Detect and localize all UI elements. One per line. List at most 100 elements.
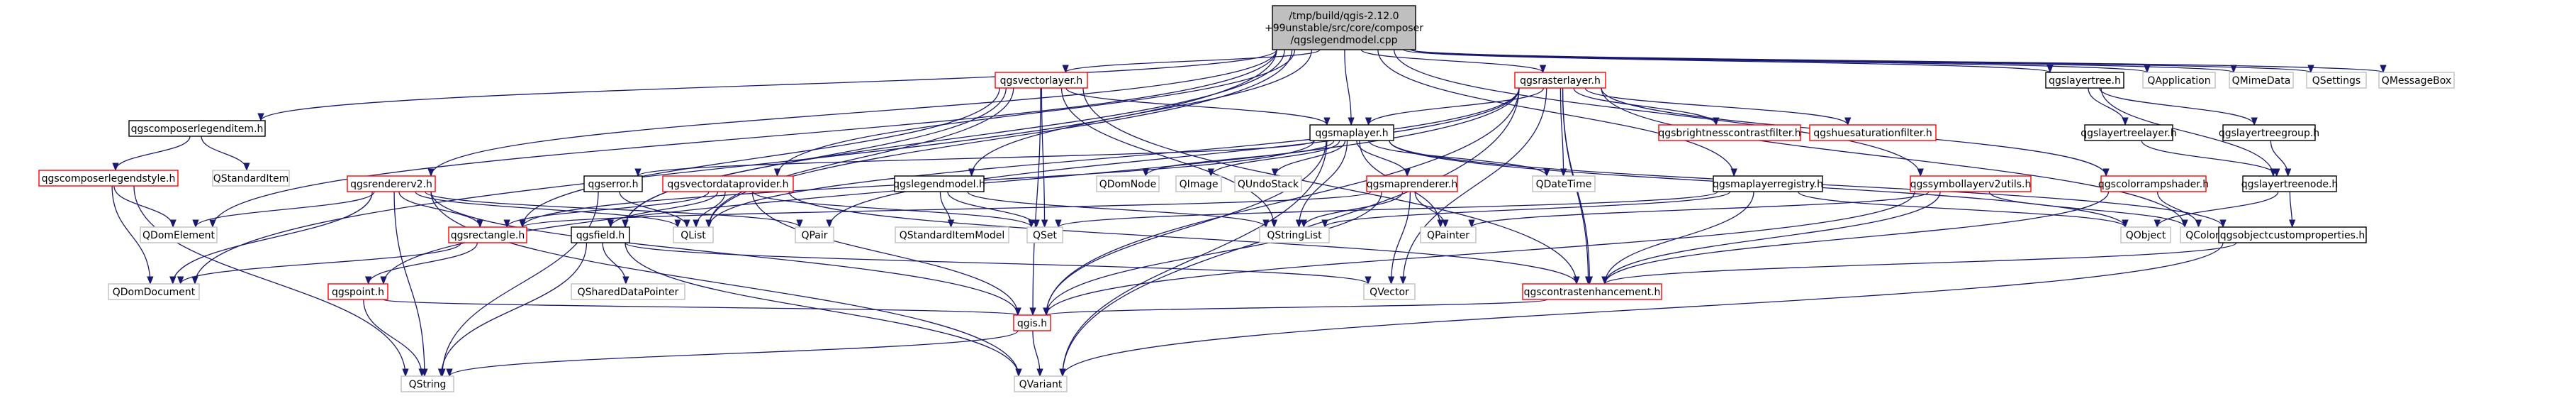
edge-qgslegendmodel-to-QStringList [967,191,1270,229]
node-qgsmaprenderer[interactable]: qgsmaprenderer.h [1366,175,1458,192]
node-label: +99unstable/src/core/composer [1265,23,1423,34]
edge-qgsobjectcustomproperties-to-QVariant [1059,242,2224,378]
node-label: qgslayertreegroup.h [2219,128,2319,139]
node-QUndoStack: QUndoStack [1234,175,1302,192]
node-box [327,283,388,300]
edge-root-to-qgsrendererv2 [427,49,1277,177]
edge-qgis-to-QVariant [1032,330,1043,378]
node-qgslayertreenode[interactable]: qgslayertreenode.h [2241,175,2339,192]
node-qgscomposerlegendstyle[interactable]: qgscomposerlegendstyle.h [38,170,179,187]
edge-qgsrasterlayer-to-qgsmaplayer [1365,87,1545,126]
node-box [1014,375,1068,392]
node-box [894,175,985,192]
node-label: QMimeData [2232,75,2291,87]
node-qgsobjectcustomproperties[interactable]: qgsobjectcustomproperties.h [2218,226,2367,243]
node-qgslayertreelayer[interactable]: qgslayertreelayer.h [2081,124,2177,141]
node-box [2378,72,2455,89]
node-box [108,283,200,300]
node-label: QSet [1033,230,1058,241]
node-box [571,226,630,243]
node-box [1363,283,1416,300]
node-box [140,226,218,243]
edge-qgslayertree-to-qgslayertreelayer [2088,87,2129,126]
node-label: QStandardItemModel [900,230,1005,241]
node-label: qgspoint.h [332,287,384,298]
node-root[interactable]: /tmp/build/qgis-2.12.0+99unstable/src/co… [1265,5,1423,50]
edge-qgsvectorlayer-to-QStringList [1060,87,1278,229]
edge-qgsrasterlayer-to-QPair [826,87,1520,229]
edge-qgsvectorlayer-to-qgsmaplayer [1065,87,1331,126]
node-box [212,170,290,187]
node-QColor: QColor [2180,226,2225,243]
node-label: qgslayertreenode.h [2241,179,2339,190]
node-qgsmaplayer[interactable]: qgsmaplayer.h [1309,124,1394,141]
node-qgsfield[interactable]: qgsfield.h [571,226,630,243]
node-box [1658,124,1801,141]
node-qgsvectorlayer[interactable]: qgsvectorlayer.h [995,72,1088,89]
node-label: qgsrendererv2.h [350,179,432,190]
node-QMessageBox: QMessageBox [2378,72,2455,89]
node-qgsrendererv2[interactable]: qgsrendererv2.h [347,175,436,192]
node-box [401,375,454,392]
edge-qgsmaprenderer-to-qgsrectangle [519,191,1372,229]
node-qgsrasterlayer[interactable]: qgsrasterlayer.h [1514,72,1606,89]
node-qgssymbollayerv2utils[interactable]: qgssymbollayerv2utils.h [1910,175,2032,192]
node-qgsrectangle[interactable]: qgsrectangle.h [448,226,527,243]
edge-qgscolorrampshader-to-QColor [2156,191,2202,229]
node-box [2306,72,2367,89]
node-box [895,226,1009,243]
edge-qgslayertree-to-qgslayertreenode [2100,87,2277,177]
node-qgsvectordataprovider[interactable]: qgsvectordataprovider.h [662,175,794,192]
edge-root-to-qgscomposerlegenditem [257,49,1277,122]
edge-root-to-qgssymbollayerv2utils [1394,49,1924,177]
edge-qgsmaplayerregistry-to-QObject [1797,191,2129,229]
node-box [1809,124,1937,141]
edge-qgsmaprenderer-to-qgis [1043,191,1382,317]
edge-root-to-QList [705,49,1293,229]
node-label: QDateTime [1536,179,1592,190]
node-label: qgsvectorlayer.h [1000,75,1083,87]
node-label: QUndoStack [1238,179,1299,190]
node-QVector: QVector [1363,283,1416,300]
node-box [795,226,834,243]
node-qgsmaplayerregistry[interactable]: qgsmaplayerregistry.h [1713,175,1823,192]
node-qgserror[interactable]: qgserror.h [583,175,643,192]
edge-qgsvectordataprovider-to-qgis [751,191,1021,317]
node-qgscomposerlegenditem[interactable]: qgscomposerlegenditem.h [128,120,266,137]
node-qgscontrastenhancement[interactable]: qgscontrastenhancement.h [1522,283,1662,300]
edge-qgsrendererv2-to-QString [393,191,428,378]
node-qgslegendmodel[interactable]: qgslegendmodel.h [893,175,985,192]
node-box [1514,72,1606,89]
node-qgscolorrampshader[interactable]: qgscolorrampshader.h [2098,175,2209,192]
node-qgspoint[interactable]: qgspoint.h [327,283,388,300]
node-box [1713,175,1823,192]
node-label: QList [681,230,706,241]
node-QDomDocument: QDomDocument [108,283,200,300]
edge-qgsmaplayer-to-QUndoStack [1271,140,1346,177]
node-QMimeData: QMimeData [2229,72,2294,89]
edge-qgsvectorlayer-to-QSet [1041,87,1048,229]
node-qgis[interactable]: qgis.h [1013,314,1051,331]
node-box [1096,175,1160,192]
edge-qgsrectangle-to-qgspoint [365,242,478,285]
node-label: qgslayertreelayer.h [2081,128,2177,139]
node-box [2229,72,2294,89]
node-box [2084,124,2173,141]
node-label: QDomNode [1099,179,1157,190]
node-label: QDomElement [142,230,215,241]
node-qgslayertreegroup[interactable]: qgslayertreegroup.h [2219,124,2319,141]
node-label: qgsmaplayer.h [1315,128,1388,139]
edge-qgscomposerlegendstyle-to-QDomDocument [111,185,154,285]
node-qgsbrightnesscontrastfilter[interactable]: qgsbrightnesscontrastfilter.h [1658,124,1801,141]
node-qgshuesaturationfilter[interactable]: qgshuesaturationfilter.h [1809,124,1937,141]
node-label: qgssymbollayerv2utils.h [1910,179,2032,190]
node-label: qgsrasterlayer.h [1520,75,1601,87]
node-label: QImage [1180,179,1219,190]
node-label: QPair [801,230,827,241]
edge-root-to-qgsrasterlayer [1360,49,1547,74]
node-label: QVariant [1019,379,1063,390]
edge-root-to-qgsvectorlayer [1062,49,1321,74]
node-QVariant: QVariant [1014,375,1068,392]
node-qgslayertree[interactable]: qgslayertree.h [2045,72,2124,89]
node-label: QColor [2185,230,2219,241]
